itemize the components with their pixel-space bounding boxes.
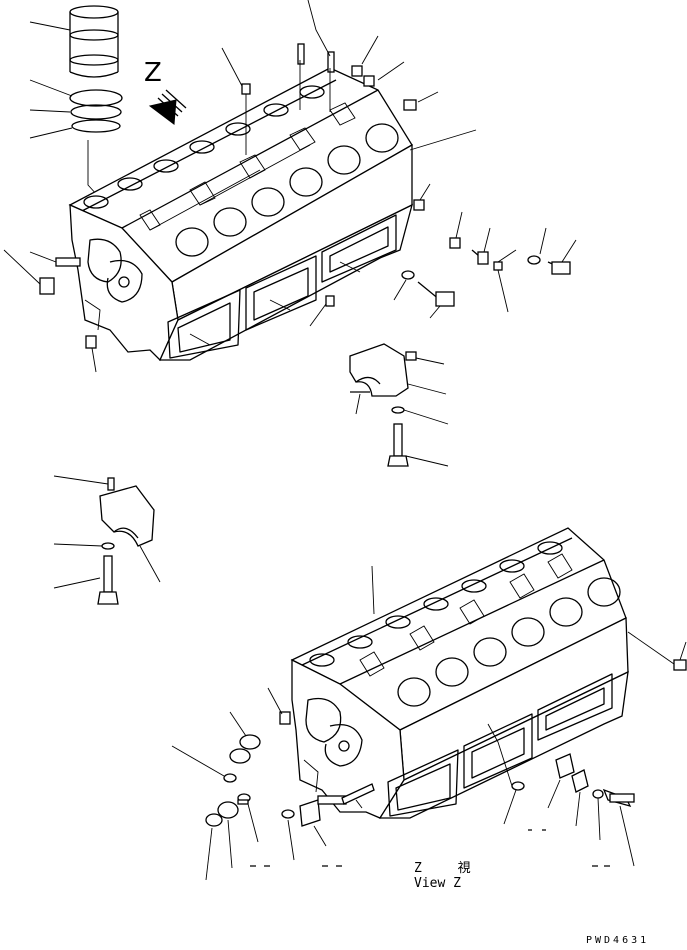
leader-lines-upper xyxy=(3,0,577,373)
cylinder-block-lower xyxy=(290,527,629,819)
cylinder-block-upper xyxy=(68,67,413,362)
view-caption-japanese: Z 視 xyxy=(414,861,485,876)
view-arrow-label: Z xyxy=(144,58,162,88)
leader-lines-liner xyxy=(29,21,99,197)
view-direction-arrow-icon xyxy=(148,89,187,125)
plug-top-left xyxy=(241,83,251,155)
view-caption-english: View Z xyxy=(414,876,461,891)
lower-parts xyxy=(171,565,687,881)
main-bearing-cap-right xyxy=(349,343,449,467)
plugs-top-right xyxy=(351,65,425,211)
dowel-pins-top xyxy=(297,43,335,112)
liner-seal-rings xyxy=(69,89,123,133)
front-plugs xyxy=(39,257,97,349)
main-bearing-cap-left xyxy=(53,475,161,605)
cylinder-liner xyxy=(69,5,119,78)
drawing-code: PWD4631 xyxy=(586,935,650,946)
